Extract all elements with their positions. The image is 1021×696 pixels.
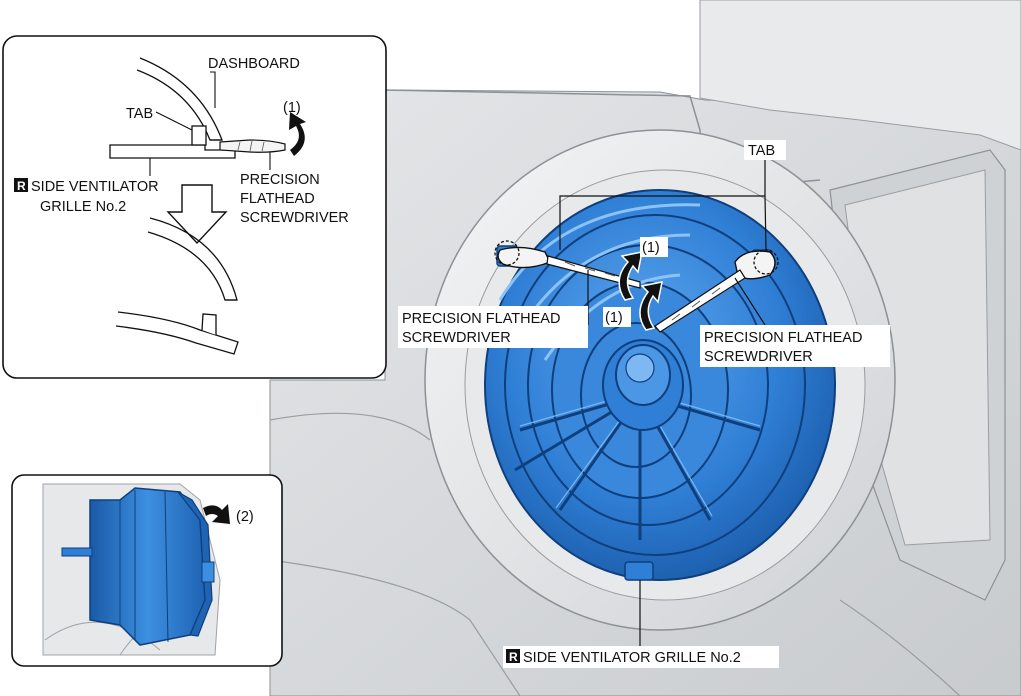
detail-down-arrow: [166, 184, 228, 245]
detail-grille-after: [115, 311, 239, 355]
detail-tab: [191, 125, 207, 146]
rotate-arrow-lower: [639, 281, 663, 331]
upper-trim: [699, 0, 1021, 151]
badge-r-main-text: R: [509, 650, 518, 664]
detail-vent-body: [89, 487, 206, 646]
label-step-lower: (1): [605, 310, 623, 326]
tab-highlight-left: [494, 240, 520, 266]
detail-inset-top: DASHBOARD TAB (1) PRECISION FLATHEAD SCR…: [2, 35, 387, 379]
detail-label-grille-2: GRILLE No.2: [40, 199, 126, 215]
detail-label-screwdriver-2: FLATHEAD: [240, 191, 315, 207]
badge-r-detail: [14, 178, 28, 192]
label-grille-main: SIDE VENTILATOR GRILLE No.2: [523, 650, 741, 666]
detail-rotate-arrow: [289, 112, 306, 156]
dashboard-scene: [269, 0, 1021, 696]
detail-label-dashboard: DASHBOARD: [208, 56, 300, 72]
badge-r-main: [506, 649, 520, 663]
vent-grille: [484, 189, 836, 581]
detail-vent-knob: [201, 561, 215, 583]
vent-ring-5: [580, 322, 692, 468]
detail-vent-stub: [61, 547, 93, 557]
label-screwdriver-left-line2: SCREWDRIVER: [402, 330, 511, 346]
label-screwdriver-right-line2: SCREWDRIVER: [704, 349, 813, 365]
lower-right-contour: [839, 599, 961, 696]
screwdriver-left: [497, 246, 641, 289]
label-screwdriver-right-line1: PRECISION FLATHEAD: [704, 330, 862, 346]
detail-label-screwdriver-1: PRECISION: [240, 172, 320, 188]
detail-label-step: (1): [283, 100, 301, 116]
detail-vent-front: [177, 491, 213, 637]
detail-label-tab: TAB: [126, 106, 153, 122]
vent-knob-top: [625, 353, 655, 383]
detail-screwdriver: [219, 139, 286, 153]
detail-label-step-2: (2): [236, 509, 254, 525]
detail-label-grille-1: SIDE VENTILATOR: [31, 179, 159, 195]
label-step-upper: (1): [642, 240, 660, 256]
vent-bottom-clip: [624, 561, 654, 581]
screwdriver-right: [654, 250, 776, 333]
detail-top-leaders: [149, 71, 271, 176]
vent-ring-2: [504, 214, 806, 556]
badge-r-detail-text: R: [17, 179, 26, 193]
detail-label-screwdriver-3: SCREWDRIVER: [240, 210, 349, 226]
rotate-arrow-upper: [618, 251, 643, 301]
label-screwdriver-left-line1: PRECISION FLATHEAD: [402, 311, 560, 327]
detail-pull-arrow: [203, 504, 230, 524]
detail-tab-after: [201, 313, 217, 335]
detail-inset-bottom: (2): [11, 474, 283, 667]
lower-contour: [269, 412, 521, 696]
detail-vent-ridges: [119, 490, 169, 643]
label-tab: TAB: [748, 143, 775, 159]
main-labels: TAB (1) (1) PRECISION FLATHEAD SCREWDRIV…: [398, 140, 890, 668]
